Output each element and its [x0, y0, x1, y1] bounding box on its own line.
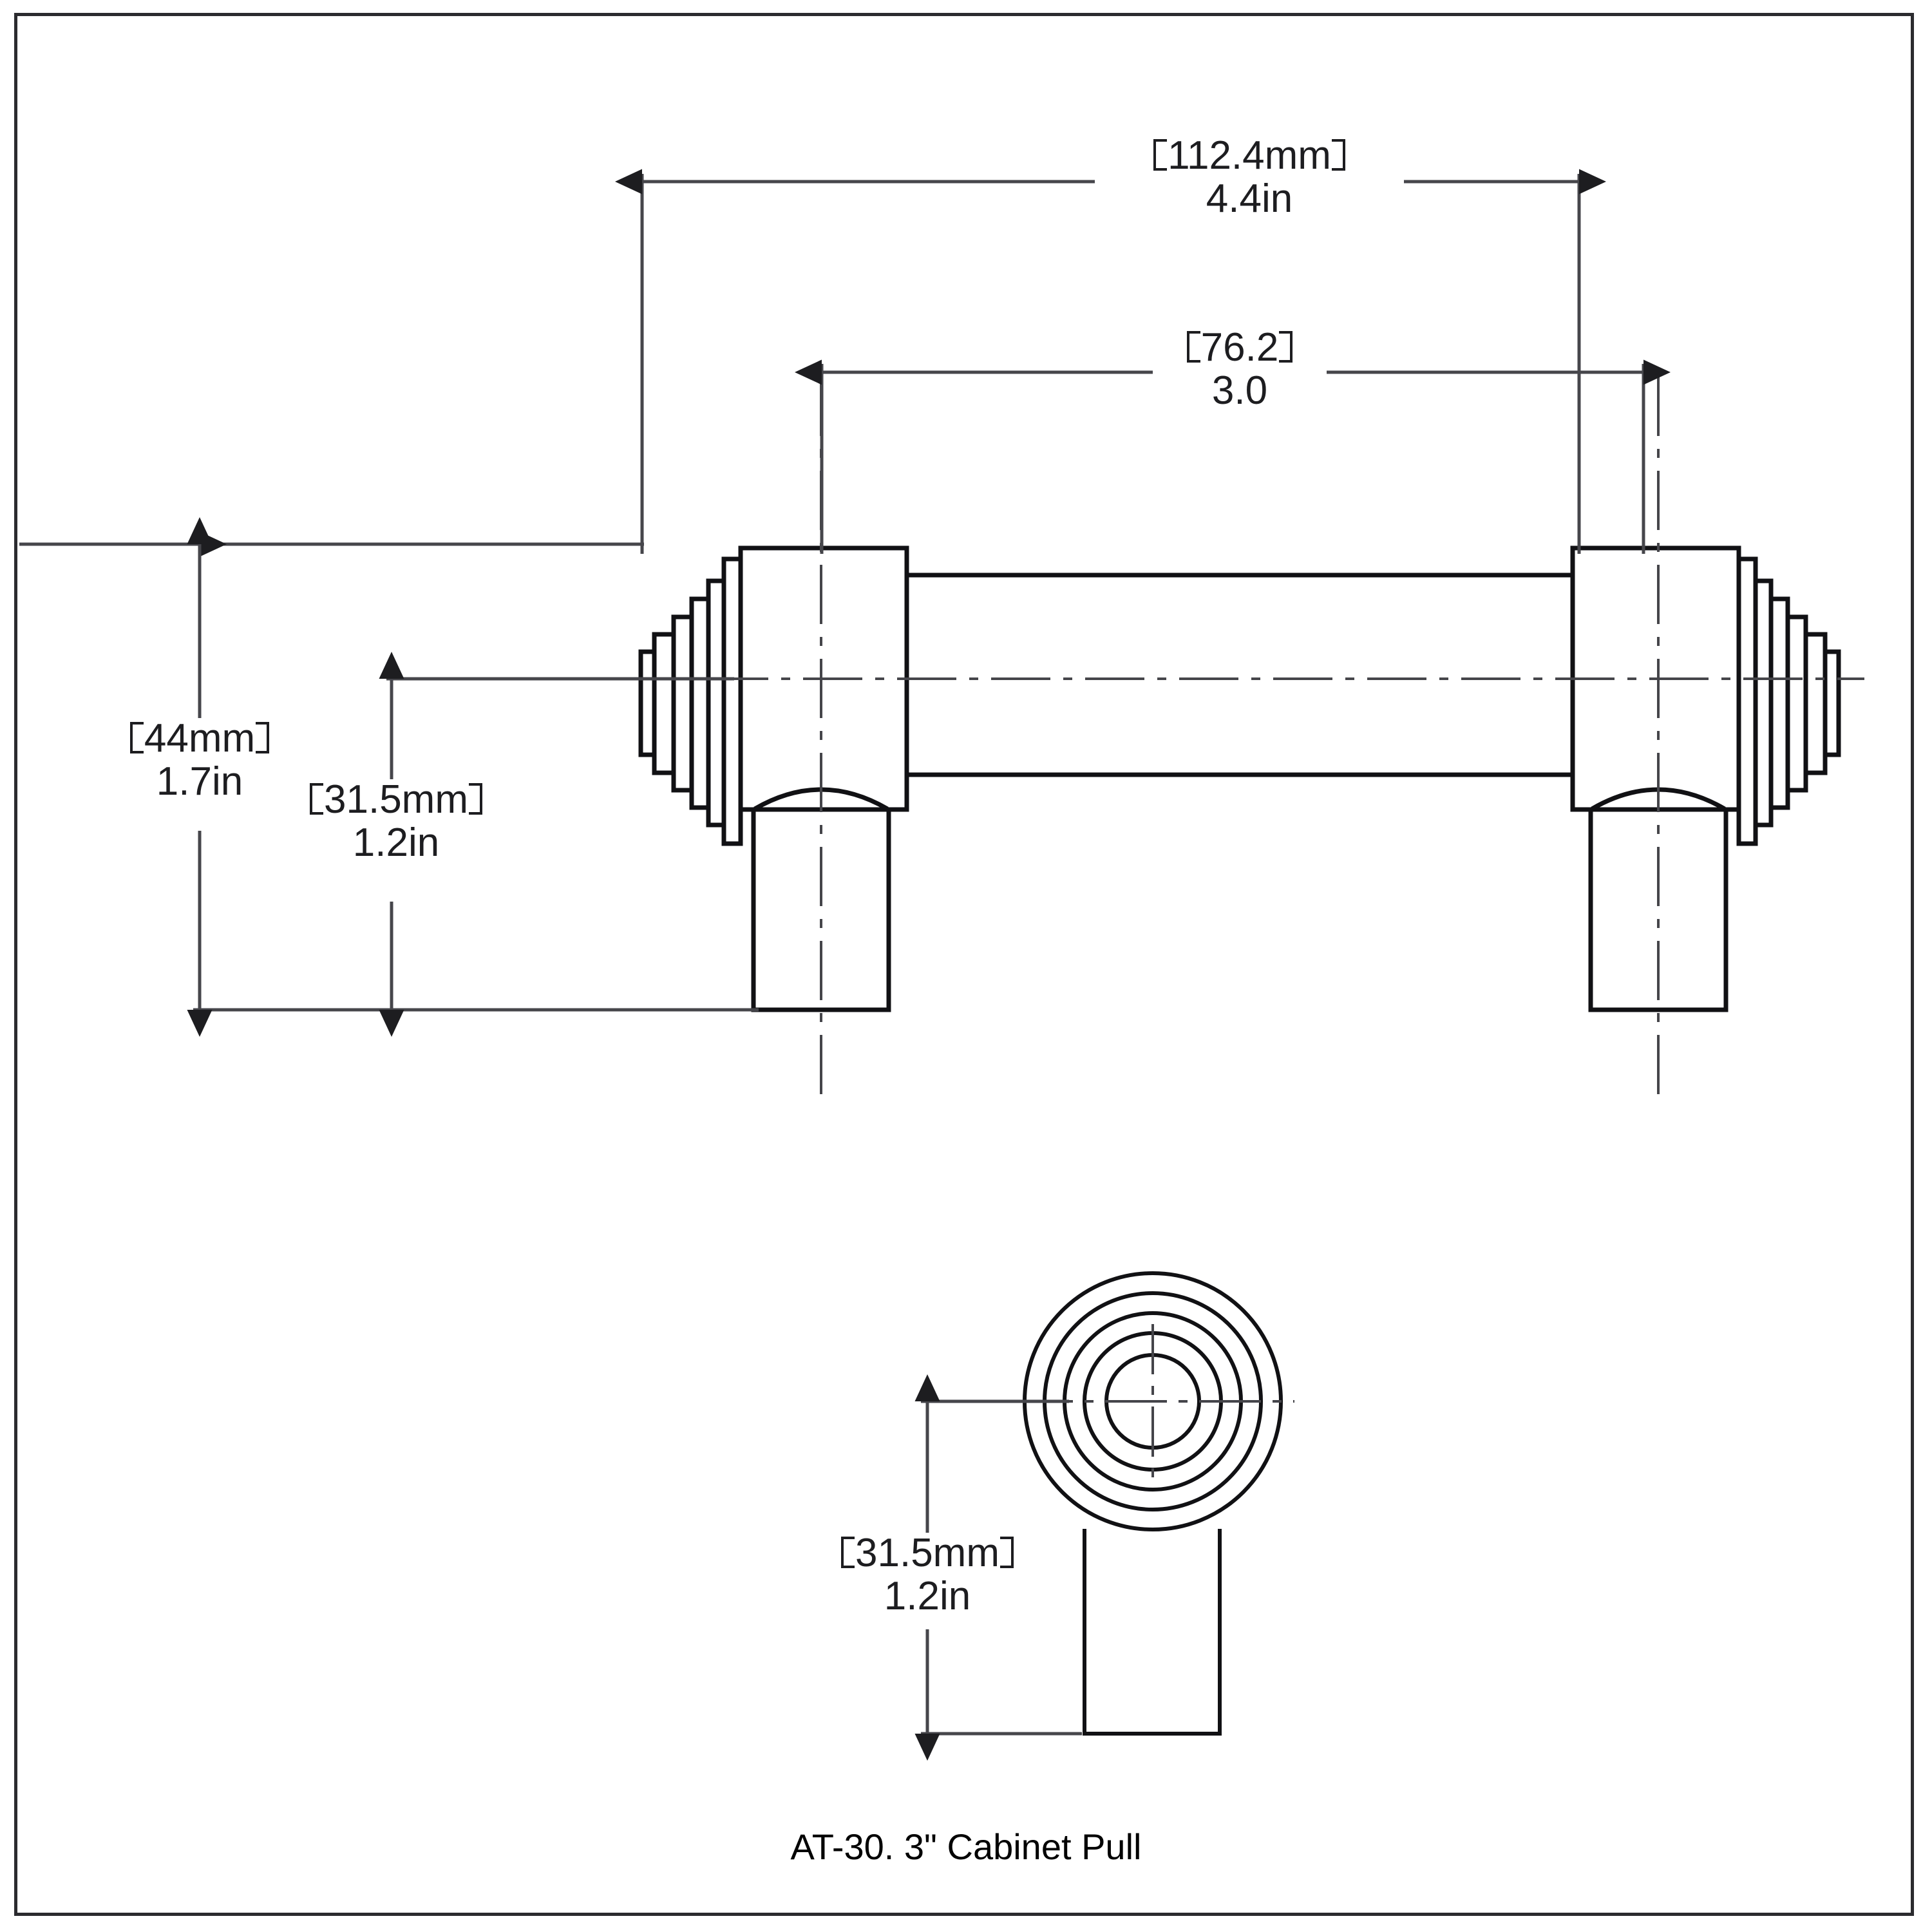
dimension-label-overall-height: 44mm 1.7in — [97, 718, 303, 802]
overall-height-inch: 1.7in — [156, 759, 243, 804]
dimension-label-end-view-post-height: 31.5mm 1.2in — [808, 1533, 1046, 1616]
overall-length-inch: 4.4in — [1206, 176, 1293, 222]
dimension-end-view-post-height — [914, 1374, 1082, 1761]
dimension-label-center-to-center: 76.2 3.0 — [1153, 327, 1327, 411]
dimension-overall-height — [19, 516, 759, 1037]
left-post — [751, 810, 891, 1012]
dimension-label-overall-length: 112.4mm 4.4in — [1095, 135, 1404, 219]
overall-length-mm: 112.4mm — [1153, 135, 1345, 176]
projection-inch: 1.2in — [352, 820, 440, 866]
drawing-border-frame — [14, 13, 1914, 1916]
right-end-cap-steps — [1736, 556, 1841, 846]
front-view-centerlines — [615, 377, 1864, 1095]
dimension-label-projection: 31.5mm 1.2in — [277, 779, 515, 863]
center-to-center-mm: 76.2 — [1186, 327, 1293, 368]
drawing-caption: AT-30. 3" Cabinet Pull — [790, 1826, 1142, 1867]
dimension-overall-length — [614, 169, 1606, 554]
projection-mm: 31.5mm — [310, 779, 482, 820]
end-view-post — [1083, 1529, 1222, 1736]
post-height-mm: 31.5mm — [841, 1533, 1014, 1573]
dimension-center-to-center — [794, 359, 1671, 554]
right-post — [1588, 810, 1728, 1012]
center-to-center-inch: 3.0 — [1211, 368, 1268, 413]
left-end-cap-steps — [638, 556, 743, 846]
overall-height-mm: 44mm — [129, 718, 270, 759]
post-height-inch: 1.2in — [884, 1574, 971, 1619]
dimension-projection — [379, 651, 734, 1037]
